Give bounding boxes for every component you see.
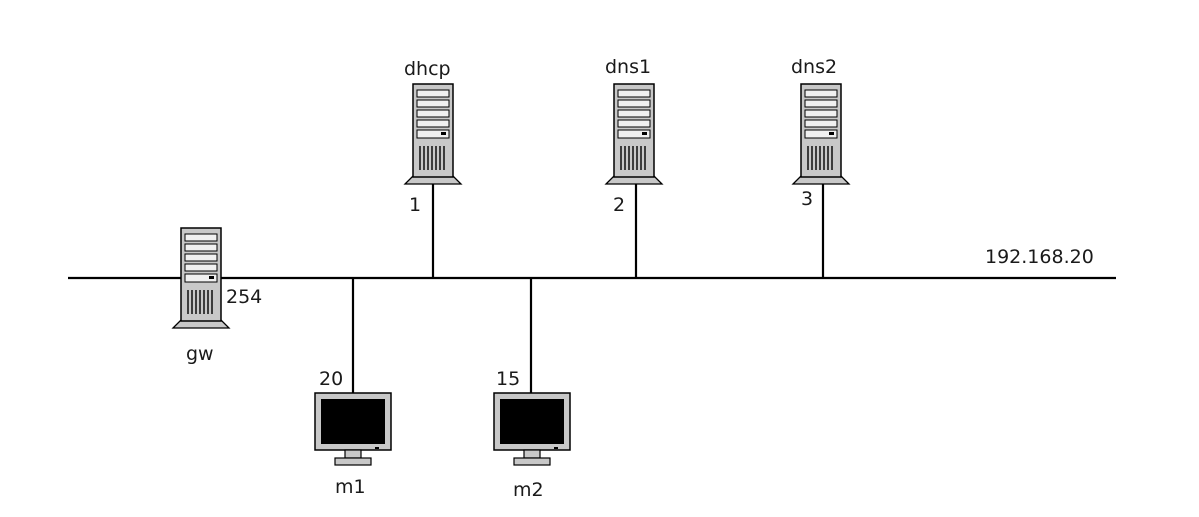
gateway-address: 254 [226,286,262,308]
gateway-name: gw [186,343,214,365]
dhcp-server-address: 1 [409,194,421,216]
dns2-server-name: dns2 [791,56,837,78]
host-m1-node[interactable]: 20 m1 [314,368,392,498]
host-m1-address: 20 [319,368,343,390]
host-m2-address: 15 [496,368,520,390]
dns1-server-node[interactable]: dns1 2 [605,56,663,216]
server-tower-icon [605,83,663,185]
network-label: 192.168.20 [985,246,1094,268]
server-tower-icon [172,227,230,329]
gateway-node[interactable]: 254 gw [172,227,262,365]
dhcp-server-name: dhcp [404,58,451,80]
host-m1-name: m1 [335,476,366,498]
host-m2-name: m2 [513,479,544,501]
dns2-server-address: 3 [801,188,813,210]
server-tower-icon [404,83,462,185]
dhcp-server-node[interactable]: dhcp 1 [404,58,462,216]
host-m2-node[interactable]: 15 m2 [493,368,571,501]
dns1-server-name: dns1 [605,56,651,78]
dns2-server-node[interactable]: dns2 3 [791,56,850,210]
monitor-icon [314,392,392,466]
monitor-icon [493,392,571,466]
server-tower-icon [792,83,850,185]
dns1-server-address: 2 [613,194,625,216]
